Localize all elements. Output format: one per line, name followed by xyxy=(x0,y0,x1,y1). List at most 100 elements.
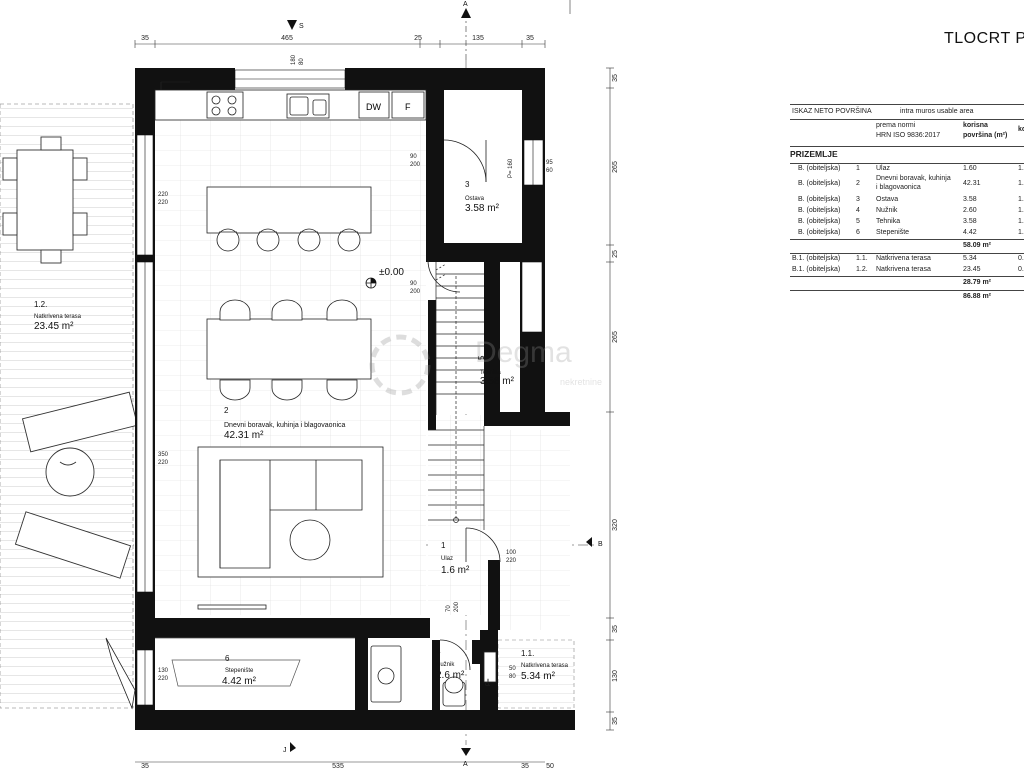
section-arrow-icon xyxy=(287,20,297,30)
section-label: J xyxy=(283,747,287,754)
room-labels: 1 Ulaz 1.6 m² 2 Dnevni boravak, kuhinja … xyxy=(34,180,569,687)
wc-door xyxy=(439,639,471,671)
svg-text:4: 4 xyxy=(436,647,441,656)
dim-label: 220 xyxy=(158,192,169,198)
opening-label: 100 xyxy=(506,550,517,556)
dim-label: 265 xyxy=(612,331,619,343)
dim-label: 25 xyxy=(612,250,619,258)
wall xyxy=(135,68,235,90)
table-section-prizemlje: PRIZEMLJE xyxy=(790,147,1024,164)
island-counter xyxy=(206,186,372,234)
fridge xyxy=(391,91,425,119)
interior-floors xyxy=(155,88,570,710)
opening-label: 95 xyxy=(546,160,553,166)
stair-door xyxy=(427,259,461,293)
watermark-brand: Degma xyxy=(475,336,572,369)
svg-text:3.58 m²: 3.58 m² xyxy=(465,203,500,214)
dining-chairs xyxy=(219,299,358,401)
svg-text:5.34 m²: 5.34 m² xyxy=(521,671,556,682)
section-label: A xyxy=(463,1,468,8)
col-norm-1: prema normi xyxy=(876,122,916,129)
col-cut: ko xyxy=(1018,126,1024,133)
col-area-1: korisna xyxy=(963,122,988,129)
watermark-tagline: nekretnine xyxy=(560,377,602,387)
svg-text:1: 1 xyxy=(441,541,446,550)
svg-text:Natkrivena terasa: Natkrivena terasa xyxy=(521,663,569,669)
room-label-ulaz: 1 Ulaz 1.6 m² xyxy=(441,541,470,576)
dim-label: 25 xyxy=(414,35,422,42)
sun-loungers xyxy=(14,391,139,579)
opening-label: 50 xyxy=(509,666,516,672)
window xyxy=(523,139,544,186)
dim-label: 535 xyxy=(332,763,344,768)
section-arrow-icon xyxy=(290,742,296,752)
opening-label: 200 xyxy=(410,289,421,295)
opening-label: P= 160 xyxy=(508,158,514,178)
doors xyxy=(105,139,501,710)
dim-label: 35 xyxy=(141,763,149,768)
table-header-left: ISKAZ NETO POVRŠINA xyxy=(792,108,872,115)
dishwasher-label: DW xyxy=(366,102,381,112)
cooktop-icon xyxy=(206,91,244,119)
dim-label: 35 xyxy=(612,625,619,633)
exterior-stair xyxy=(155,637,355,687)
svg-text:Ulaz: Ulaz xyxy=(441,556,453,562)
opening-label: 80 xyxy=(509,674,516,680)
section-label: A xyxy=(463,761,468,768)
dining-table xyxy=(206,299,372,401)
room-label-dnevni-boravak: 2 Dnevni boravak, kuhinja i blagovaonica… xyxy=(224,406,346,441)
svg-text:1.1.: 1.1. xyxy=(521,649,534,658)
wall xyxy=(428,300,436,430)
drawing-title: TLOCRT PR xyxy=(944,30,1024,47)
svg-text:1.2.: 1.2. xyxy=(34,300,47,309)
opening-label: 200 xyxy=(410,162,421,168)
table-total: 86.88 m² xyxy=(790,290,1024,304)
table-subtotal: 28.79 m² xyxy=(790,276,1024,290)
dim-label: 135 xyxy=(472,35,484,42)
room-label-tehnika: 5 Tehnika 3.58 m² xyxy=(477,355,515,387)
elevation-label: ±0.00 xyxy=(379,267,404,278)
table-header: ISKAZ NETO POVRŠINA intra muros usable a… xyxy=(790,104,1024,120)
wall xyxy=(472,640,480,664)
kitchen xyxy=(154,81,427,121)
fridge-label: F xyxy=(405,102,411,112)
terrace-left xyxy=(0,103,139,709)
opening-label: 80 xyxy=(299,58,305,65)
table-subtotal: 58.09 m² xyxy=(790,239,1024,253)
opening-label: 180 xyxy=(291,54,297,65)
svg-text:Nužnik: Nužnik xyxy=(436,662,455,668)
opening-label: 200 xyxy=(454,601,460,612)
opening-label: P= xyxy=(486,678,492,686)
room-label-terasa-1-1: 1.1. Natkrivena terasa 5.34 m² xyxy=(521,649,569,682)
pantry-door xyxy=(443,139,487,183)
dim-label: 320 xyxy=(612,519,619,531)
svg-text:Natkrivena terasa: Natkrivena terasa xyxy=(34,314,82,320)
table-header-right: intra muros usable area xyxy=(900,108,974,115)
svg-text:6: 6 xyxy=(225,654,230,663)
room-label-terasa-1-2: 1.2. Natkrivena terasa 23.45 m² xyxy=(34,300,82,332)
entry-door xyxy=(465,527,501,563)
room-label-stepeniste: 6 Stepenište 4.42 m² xyxy=(222,654,257,687)
wall xyxy=(484,412,570,426)
table-row: B. (obiteljska)2 Dnevni boravak, kuhinja… xyxy=(798,175,1024,191)
svg-text:42.31 m²: 42.31 m² xyxy=(224,430,264,441)
top-dimension-labels: 35 465 25 135 35 xyxy=(141,35,534,42)
dim-label: 350 xyxy=(158,452,169,458)
wall xyxy=(484,262,500,414)
wall xyxy=(345,68,545,90)
wc-window xyxy=(483,651,497,683)
room-label-nuznik: 4 Nužnik 2.6 m² xyxy=(436,647,465,681)
table-column-headers: prema normi HRN ISO 9836:2017 korisna po… xyxy=(790,120,1024,147)
dim-label: 220 xyxy=(158,200,169,206)
dim-label: 265 xyxy=(612,161,619,173)
svg-text:Stepenište: Stepenište xyxy=(225,668,254,674)
dim-label: 50 xyxy=(546,763,554,768)
sink-icon xyxy=(286,93,330,119)
svg-text:4.42 m²: 4.42 m² xyxy=(222,676,257,687)
dim-label: 130 xyxy=(612,670,619,682)
